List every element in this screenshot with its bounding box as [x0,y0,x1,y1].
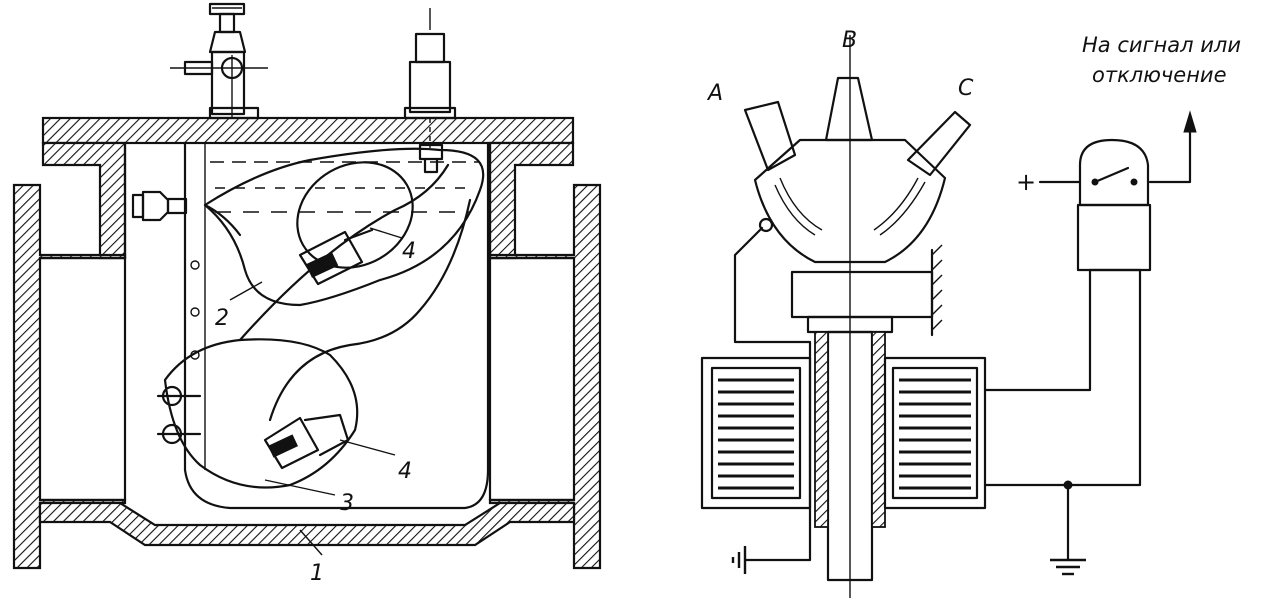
arrow-up-icon [1183,110,1197,133]
drain-screw-icon [131,190,188,222]
right-coil [883,356,987,510]
callout-4-upper: 4 [402,239,416,264]
current-transformer-core [814,330,886,582]
ground-symbol-icon [1050,558,1086,576]
test-plunger-icon [403,8,457,174]
transformer-bushing-head [743,35,972,598]
switch-contact-icon [1091,166,1138,186]
circuit-wires [733,128,1192,562]
lower-float [156,163,472,489]
signal-caption-line2: отключение [1092,63,1227,87]
mercury-switch-upper-icon [298,228,374,286]
oil-level-lines [210,161,480,213]
right-upper-wall [488,141,575,260]
signal-relay [1076,138,1152,272]
junction-dot [1063,480,1073,490]
left-coil [700,356,812,510]
phase-label-c: C [958,76,974,101]
callout-3: 3 [340,491,354,516]
ground-symbol-icon [731,546,747,574]
vent-valve-icon [170,2,268,120]
signal-caption-line1: На сигнал или [1082,33,1241,57]
plus-sign: + [1016,168,1036,196]
leader-lines [229,227,403,556]
top-cover [41,116,575,145]
callout-4-lower: 4 [398,459,412,484]
left-upper-wall [41,141,127,260]
wiring-diagram: A B C На сигнал или отключение [700,28,1241,598]
phase-label-a: A [706,81,723,106]
callout-1: 1 [310,561,324,586]
housing-bottom [38,501,576,547]
gas-relay-drawing: 4 2 4 3 1 [12,2,602,586]
mercury-switch-lower-icon [263,413,350,470]
callout-2: 2 [215,306,229,331]
upper-float [203,147,485,307]
inner-vessel [183,141,490,510]
